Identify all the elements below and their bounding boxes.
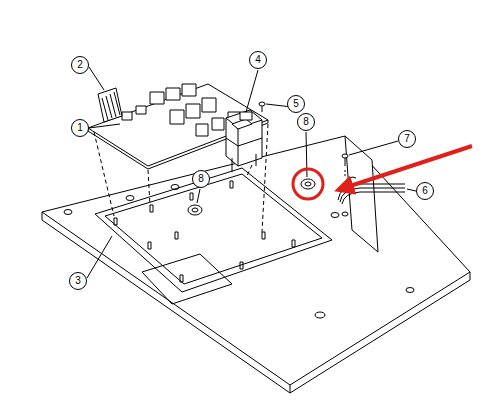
callout-number: 8 [192,170,210,188]
callout-text: 5 [293,99,299,109]
callout-text: 8 [198,174,204,184]
cutout-inner [105,174,322,284]
callout-text: 2 [77,60,83,70]
callout-text: 1 [77,123,83,133]
callout-number: 2 [71,56,89,74]
screw [259,102,265,112]
highlight-circle [293,169,323,199]
highlight-arrow [338,146,472,190]
transformer [226,110,262,172]
standoffs [114,181,295,282]
callout-text: 7 [404,134,410,144]
callout-text: 4 [255,55,261,65]
leader-lines [87,67,416,278]
circuit-board [88,84,268,166]
callout-number: 5 [287,95,305,113]
callout-number: 4 [249,51,267,69]
callout-text: 8 [303,117,309,127]
plate-opening [142,254,232,304]
callout-number: 1 [71,119,89,137]
relays [122,84,240,136]
callout-text: 6 [422,186,428,196]
cutout-frame [95,168,332,292]
plate-lip [42,212,470,393]
wire-harness [338,177,405,204]
callout-number: 7 [398,130,416,148]
callout-text: 3 [75,276,81,286]
callout-number: 8 [297,113,315,131]
base-plate [42,136,470,385]
callout-number: 6 [416,182,434,200]
ribbon-connector [98,88,122,122]
callout-number: 3 [69,272,87,290]
